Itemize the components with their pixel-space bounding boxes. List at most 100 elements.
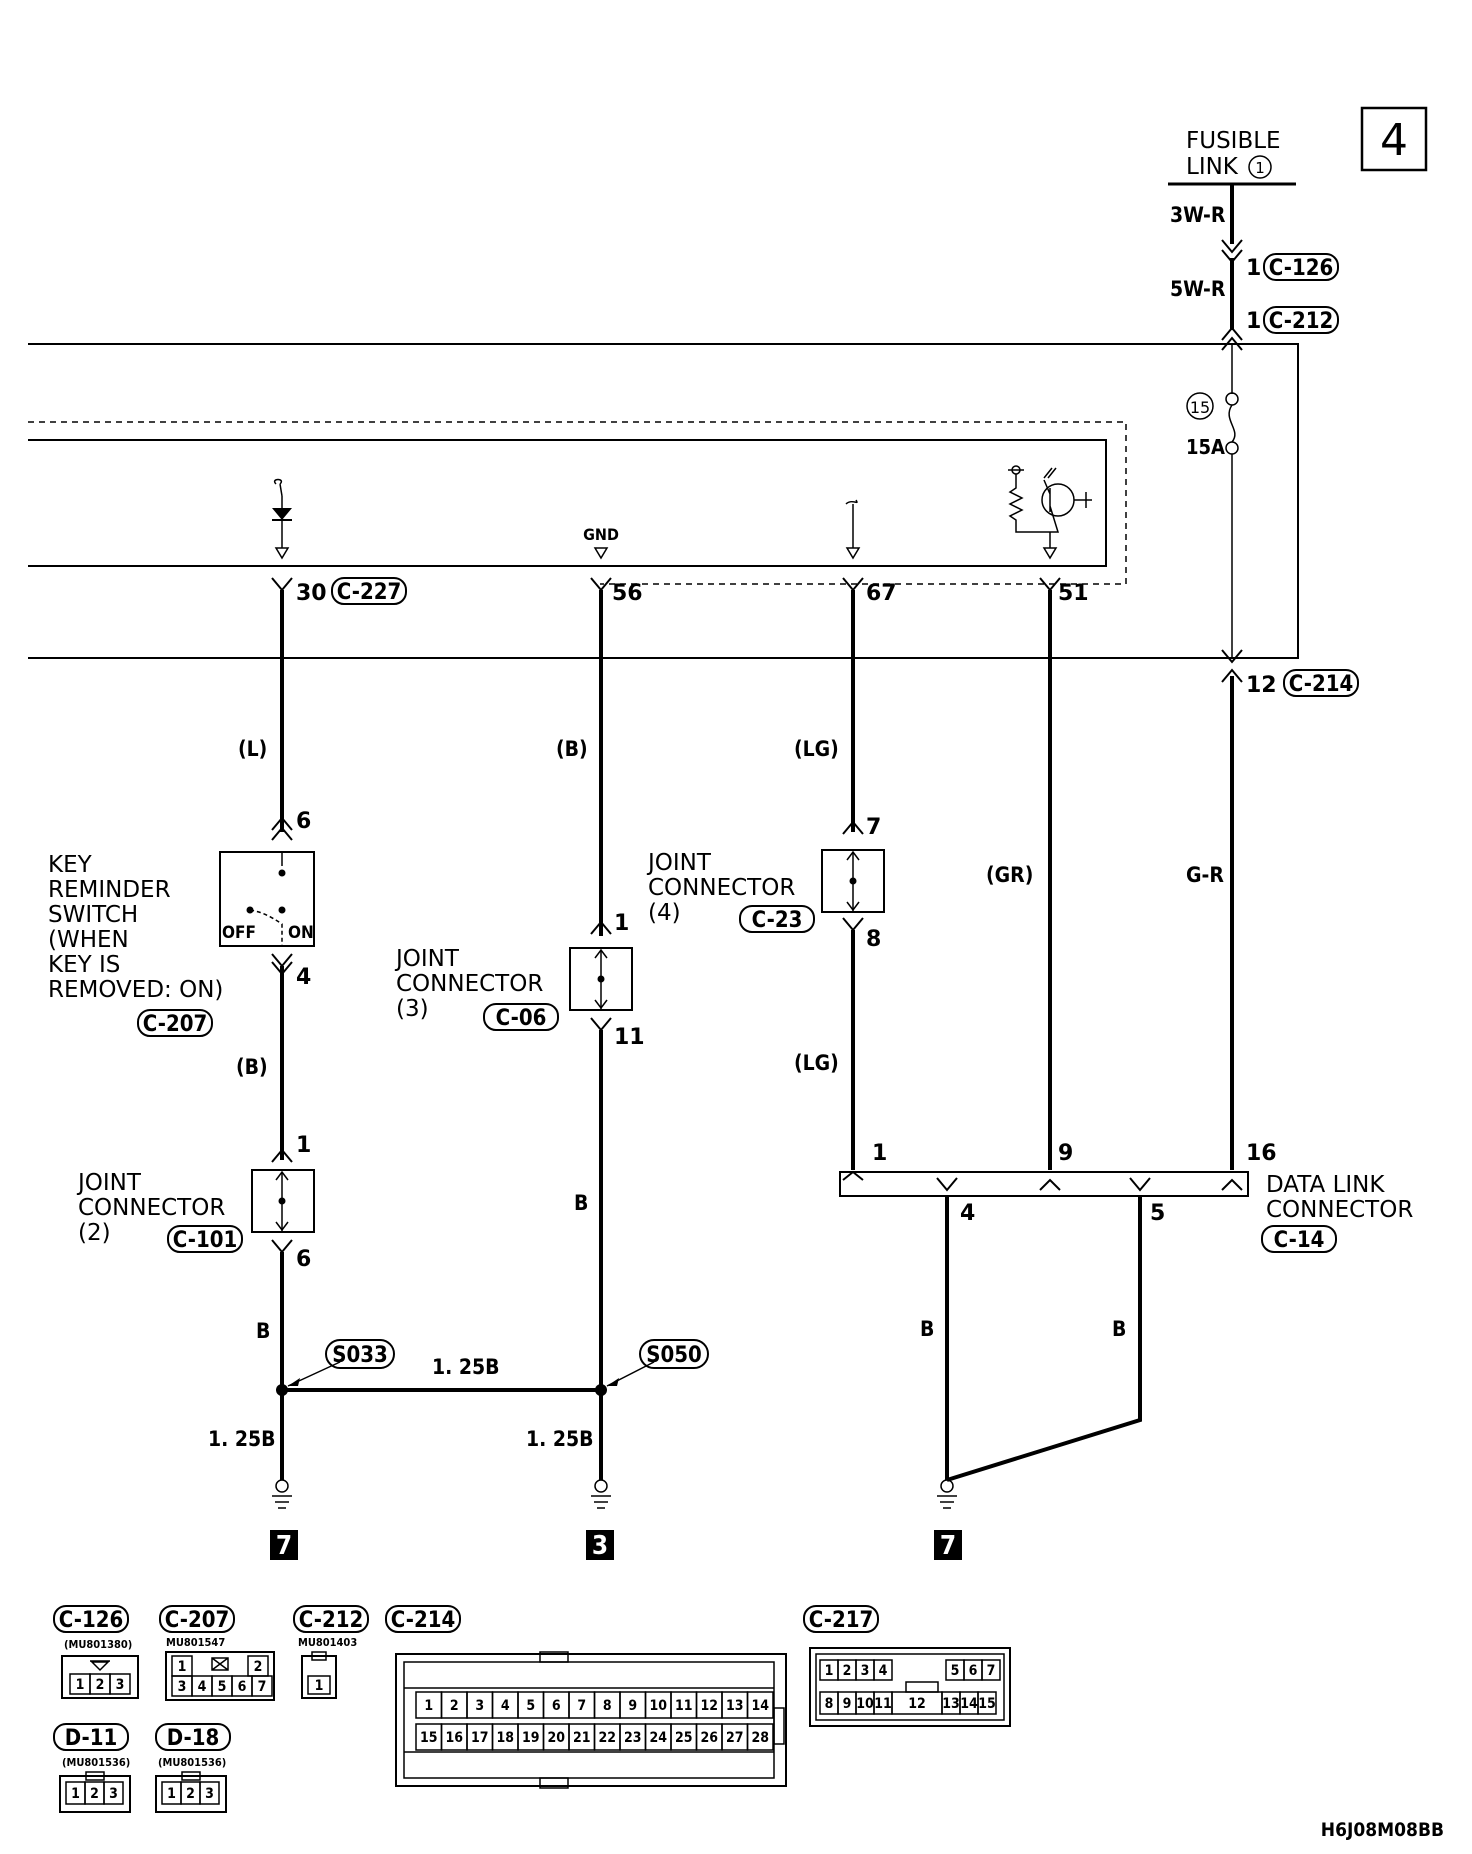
legend-pin-number: 11 <box>874 1696 892 1712</box>
pin-c212: 1 <box>1246 309 1261 334</box>
key-reminder-switch-box <box>219 851 315 947</box>
legend-d11-part: (MU801536) <box>62 1756 130 1769</box>
transistor-leads <box>1043 479 1092 533</box>
ground-middle-terminal <box>594 1479 608 1493</box>
wire-label-b-left: (B) <box>236 1055 268 1079</box>
jc3-label-2: CONNECTOR <box>396 971 543 997</box>
legend-pin-number: 7 <box>987 1663 996 1679</box>
legend-c126-tag-box <box>53 1605 129 1633</box>
legend-c214-body <box>395 1653 787 1787</box>
legend-pin-cell <box>746 1723 774 1751</box>
connector-c227-box <box>331 577 407 605</box>
jc3-top-arrow <box>590 920 612 935</box>
legend-pin-number: 27 <box>726 1730 744 1746</box>
legend-c126-body <box>61 1655 139 1699</box>
legend-c214-inner <box>403 1661 775 1779</box>
ground-right-badge <box>934 1530 962 1560</box>
legend-pin-number: 3 <box>205 1786 214 1802</box>
fuse-terminal-top <box>1225 392 1239 406</box>
jc2-label-1: JOINT <box>76 1170 142 1196</box>
connector-c212: C-212 <box>1269 309 1334 334</box>
ground-left-badge <box>270 1530 298 1560</box>
fusible-link-number: 1 <box>1255 159 1265 177</box>
legend-pin-number: 9 <box>628 1698 637 1714</box>
legend-pin-number: 8 <box>825 1696 834 1712</box>
c227-arrow <box>271 577 293 592</box>
fusible-link-label-2: LINK <box>1186 154 1239 180</box>
wire-label-5w-r: 5W-R <box>1170 277 1226 301</box>
legend-pin-number: 24 <box>649 1730 667 1746</box>
jc4-label-1: JOINT <box>646 850 712 876</box>
wire-label-lg-lower: (LG) <box>794 1051 839 1075</box>
connector-c101-box <box>167 1225 243 1253</box>
splice-s033: S033 <box>332 1343 388 1368</box>
legend-pin-number: 2 <box>186 1786 195 1802</box>
page-number: 4 <box>1380 115 1408 166</box>
pin-dlc-5: 5 <box>1150 1201 1165 1226</box>
legend-c126-part: (MU801380) <box>64 1638 132 1651</box>
connector-c227: C-227 <box>337 580 402 605</box>
splice-s050-dot <box>595 1384 607 1396</box>
legend-pin-cell <box>103 1781 124 1805</box>
legend-c217-tag: C-217 <box>809 1608 874 1633</box>
wire-label-125b-middle: 1. 25B <box>526 1427 594 1451</box>
c212-entry-arrow <box>1221 327 1243 351</box>
legend-d18-body <box>155 1775 227 1813</box>
pin-dlc-9: 9 <box>1058 1141 1073 1166</box>
legend-pin-number: 1 <box>76 1677 85 1693</box>
pin-dlc-16: 16 <box>1246 1141 1277 1166</box>
krs-label-4: (WHEN <box>48 927 129 953</box>
legend-c212-tag: C-212 <box>299 1608 364 1633</box>
krs-label-6: REMOVED: ON) <box>48 977 223 1003</box>
legend-pin-number: 2 <box>450 1698 459 1714</box>
legend-pin-number: 7 <box>258 1679 267 1695</box>
legend-pin-number: 6 <box>552 1698 561 1714</box>
fuse-number-circle <box>1186 392 1214 420</box>
legend-pin-number: 3 <box>116 1677 125 1693</box>
dlc-label-1: DATA LINK <box>1266 1172 1385 1198</box>
wire-label-b-mid: (B) <box>556 737 588 761</box>
joint-connector-2-box <box>251 1169 315 1233</box>
legend-pin-number: 3 <box>861 1663 870 1679</box>
legend-pin-number: 14 <box>751 1698 769 1714</box>
legend-pin-cell <box>746 1691 774 1719</box>
legend-pin-number: 22 <box>598 1730 616 1746</box>
dlc-pin-4-icon <box>936 1177 958 1192</box>
legend-pin-number: 12 <box>908 1696 926 1712</box>
legend-pin-number: 13 <box>726 1698 744 1714</box>
krs-label-1: KEY <box>48 852 93 878</box>
connector-c207-box <box>137 1009 213 1037</box>
legend-pin-number: 3 <box>109 1786 118 1802</box>
legend-pin-number: 21 <box>573 1730 591 1746</box>
wire-label-l: (L) <box>238 737 267 761</box>
jc2-bottom-arrow <box>271 1239 293 1254</box>
connector-c214: C-214 <box>1289 672 1354 697</box>
legend-pin-number: 17 <box>471 1730 489 1746</box>
legend-d18-tag: D-18 <box>167 1726 220 1751</box>
legend-pin-number: 8 <box>603 1698 612 1714</box>
ecu-gnd-label: GND <box>583 525 619 544</box>
jc4-label-3: (4) <box>648 900 681 926</box>
connector-c14-box <box>1261 1225 1337 1253</box>
jc3-bottom-arrow <box>590 1017 612 1032</box>
jc3-label-1: JOINT <box>394 946 460 972</box>
legend-pin-number: 1 <box>71 1786 80 1802</box>
jc2-label-2: CONNECTOR <box>78 1195 225 1221</box>
ground-middle-badge <box>586 1530 614 1560</box>
wire-label-125b-left: 1. 25B <box>208 1427 276 1451</box>
ground-hatch-icon <box>1043 467 1057 479</box>
legend-pin-cell <box>873 1659 893 1681</box>
legend-c214-tag-box <box>385 1605 461 1633</box>
legend-pin-number: 5 <box>218 1679 227 1695</box>
legend-pin-number: 7 <box>577 1698 586 1714</box>
diode-icon <box>272 508 292 520</box>
legend-pin-number: 10 <box>856 1696 874 1712</box>
legend-pin-cell <box>251 1675 273 1697</box>
module-box-top <box>28 343 1299 659</box>
wire-label-g-r: G-R <box>1186 863 1224 887</box>
pin-krs-top: 6 <box>296 809 311 834</box>
legend-pin-cell <box>307 1675 331 1695</box>
splice-s033-dot <box>276 1384 288 1396</box>
drawing-code: H6J08M08BB <box>1321 1819 1444 1841</box>
fuse-terminal-bottom <box>1225 441 1239 455</box>
